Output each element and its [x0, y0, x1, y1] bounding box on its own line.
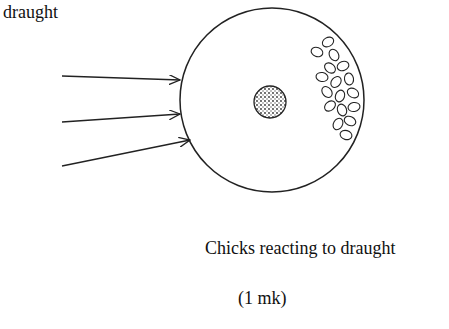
marks-note: (1 mk) [238, 288, 287, 310]
draught-label: draught [3, 2, 58, 24]
heat-source [254, 86, 286, 118]
draught-arrows [62, 76, 190, 166]
brooder-circle [180, 8, 364, 192]
chicks [310, 35, 361, 141]
figure-caption: Chicks reacting to draught [205, 238, 395, 260]
